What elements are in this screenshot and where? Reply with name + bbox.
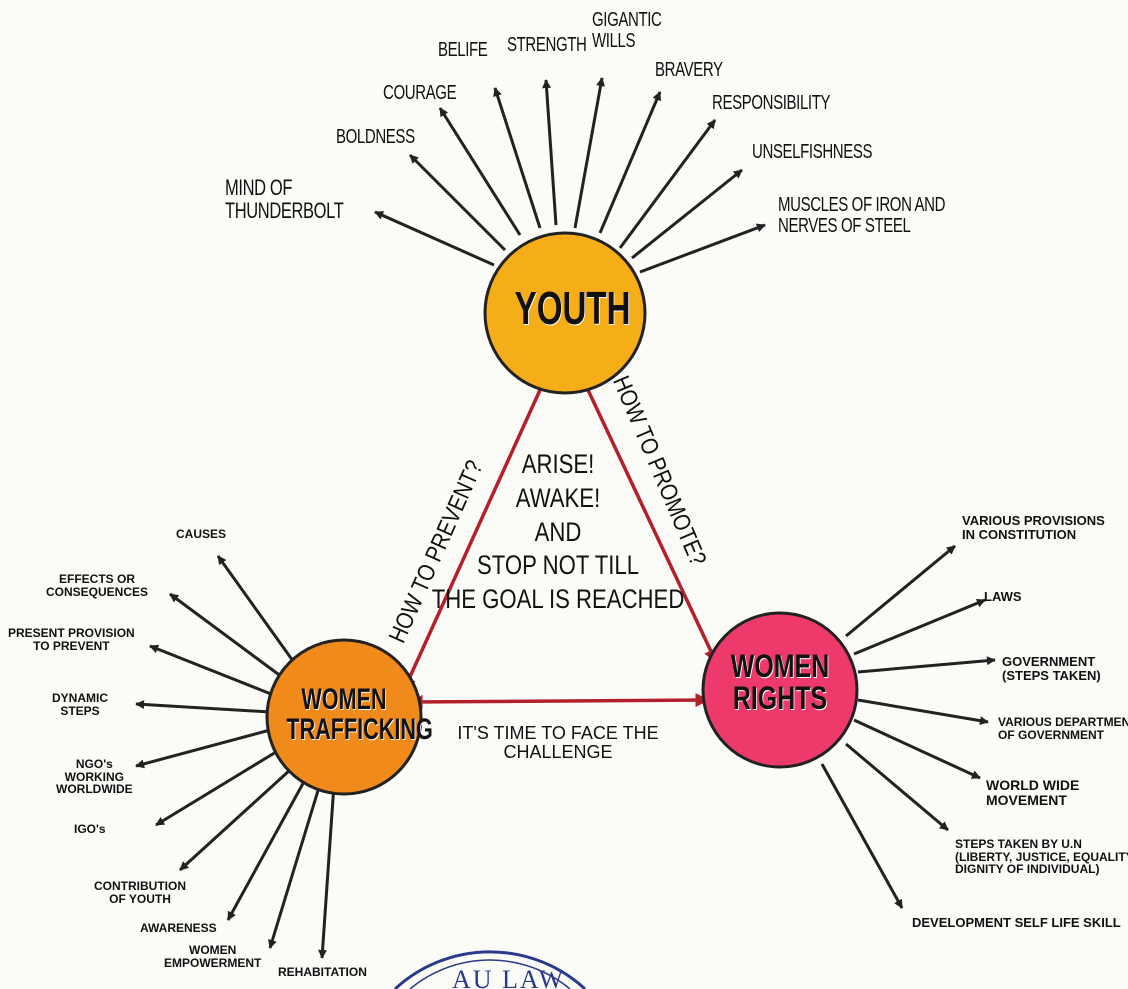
trafficking-topic-2: EFFECTS OR CONSEQUENCES [46, 572, 149, 599]
youth-arrow-8 [618, 119, 717, 249]
youth-attribute-10: MUSCLES OF IRON AND NERVES OF STEEL [778, 194, 946, 237]
youth-node [483, 231, 647, 395]
seal-stamp [393, 950, 587, 989]
youth-arrow-7 [598, 91, 662, 234]
trafficking-topic-6: IGO's [74, 822, 106, 836]
rights-topic-4: VARIOUS DEPARTMENT OF GOVERNMENT [998, 715, 1128, 742]
rights-arrow-6 [845, 742, 949, 832]
trafficking-topic-5: NGO's WORKING WORLDWIDE [56, 757, 133, 797]
youth-arrow-6 [573, 77, 605, 229]
youth-attribute-6: GIGANTIC WILLS [592, 9, 662, 52]
women-trafficking-node [265, 638, 423, 796]
youth-attribute-7: BRAVERY [655, 59, 723, 81]
seal-stamp-inner [409, 959, 571, 989]
youth-arrow-10 [639, 223, 766, 274]
youth-attribute-1: MIND OF THUNDERBOLT [225, 175, 344, 224]
trafficking-topic-7: CONTRIBUTION OF YOUTH [94, 879, 186, 906]
rights-topic-7: DEVELOPMENT SELF LIFE SKILL [912, 915, 1121, 930]
rights-topic-3: GOVERNMENT (STEPS TAKEN) [1002, 654, 1101, 683]
trafficking-arrow-1 [216, 555, 300, 669]
rights-topic-6: STEPS TAKEN BY U.N (LIBERTY, JUSTICE, EQ… [955, 837, 1128, 877]
spoke-arrows [135, 77, 996, 959]
rights-topic-5: WORLD WIDE MOVEMENT [986, 777, 1080, 808]
youth-attribute-9: UNSELFISHNESS [752, 141, 873, 163]
trafficking-topic-10: REHABITATION [278, 965, 367, 979]
youth-attribute-8: RESPONSIBILITY [712, 92, 831, 114]
youth-attribute-4: BELIFE [438, 39, 488, 61]
youth-arrow-1 [374, 210, 495, 267]
rights-arrow-3 [857, 656, 996, 674]
rights-arrow-4 [857, 698, 989, 726]
trafficking-arrow-5 [135, 728, 271, 769]
youth-arrow-9 [631, 168, 743, 260]
challenge-label: IT'S TIME TO FACE THE CHALLENGE [457, 723, 659, 762]
rights-arrow-7 [820, 763, 904, 909]
trafficking-arrow-4 [135, 699, 271, 714]
trafficking-topic-9: WOMEN EMPOWERMENT [164, 943, 262, 970]
trafficking-topic-3: PRESENT PROVISION TO PREVENT [8, 626, 135, 653]
youth-attribute-5: STRENGTH [507, 34, 587, 56]
trafficking-topic-8: AWARENESS [140, 921, 217, 935]
rights-topic-1: VARIOUS PROVISIONS IN CONSTITUTION [962, 513, 1105, 542]
edge-youth-trafficking [402, 389, 542, 692]
rights-arrow-2 [853, 598, 986, 656]
trafficking-arrow-10 [318, 783, 336, 959]
women-trafficking-label: WOMEN TRAFFICKING [286, 683, 433, 746]
youth-attribute-3: COURAGE [383, 82, 457, 104]
youth-label: YOUTH [514, 282, 631, 334]
seal-stamp-text: AU LAW [452, 965, 565, 989]
youth-arrow-2 [408, 153, 507, 252]
center-slogan: ARISE! AWAKE! AND STOP NOT TILL THE GOAL… [431, 449, 685, 614]
trafficking-arrow-7 [178, 768, 292, 872]
edge-youth-rights [586, 389, 718, 664]
edge-trafficking-rights [408, 693, 710, 709]
youth-arrow-3 [438, 107, 522, 236]
rights-arrow-5 [853, 718, 981, 780]
youth-arrow-4 [493, 87, 542, 229]
trafficking-arrow-3 [149, 644, 277, 698]
trafficking-arrow-2 [169, 592, 287, 682]
women-rights-label: WOMEN RIGHTS [730, 648, 830, 716]
rights-topic-2: LAWS [984, 589, 1022, 604]
trafficking-topic-4: DYNAMIC STEPS [52, 691, 108, 718]
trafficking-arrow-6 [155, 750, 277, 827]
women-rights-node [701, 611, 859, 769]
trafficking-arrow-8 [226, 777, 308, 921]
rights-arrow-1 [845, 544, 956, 638]
youth-attribute-2: BOLDNESS [336, 126, 415, 148]
trafficking-arrow-9 [268, 783, 322, 949]
trafficking-topic-1: CAUSES [176, 527, 227, 541]
youth-arrow-5 [542, 79, 558, 226]
triangle-edges [402, 389, 718, 709]
